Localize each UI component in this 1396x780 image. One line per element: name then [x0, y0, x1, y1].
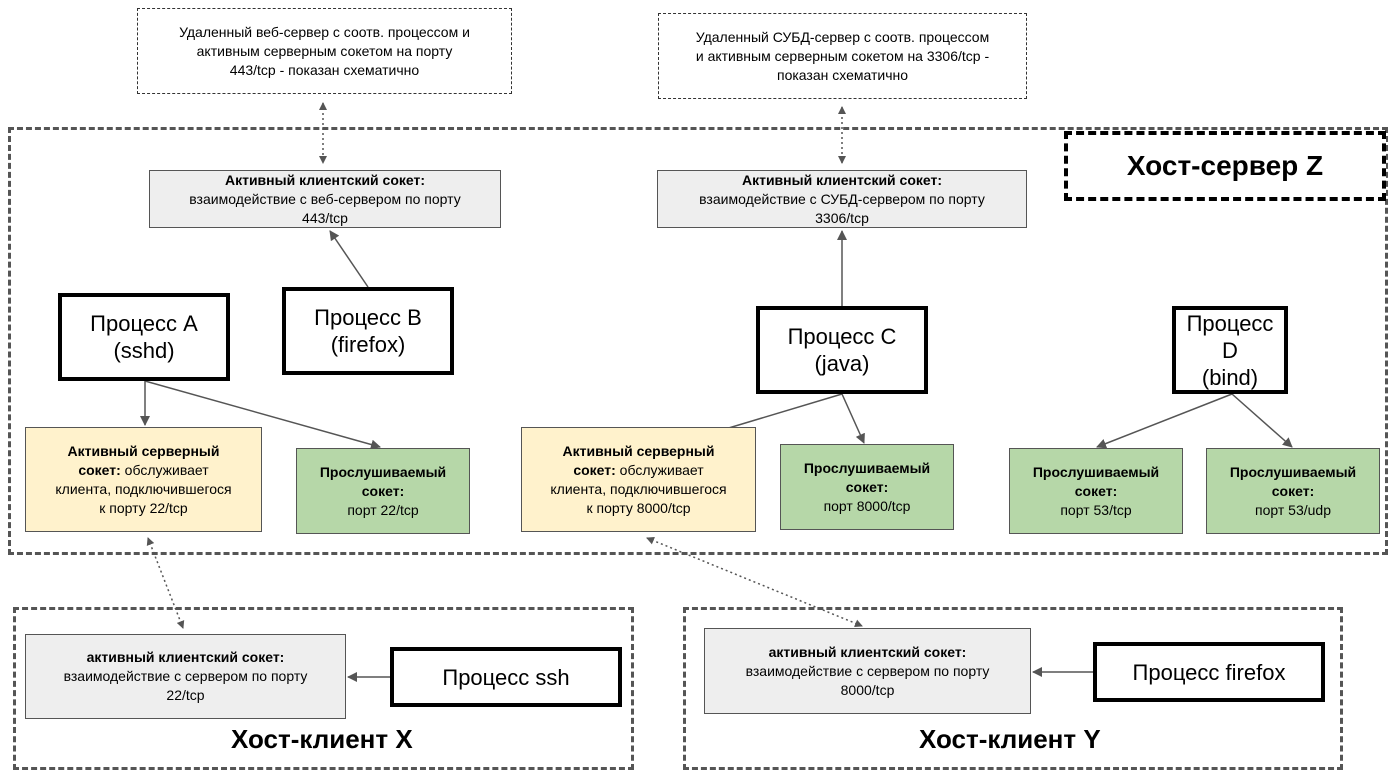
host-client-x-title: Хост-клиент X: [231, 724, 413, 754]
process-firefox: Процесс firefox: [1093, 642, 1325, 702]
process-b: Процесс B (firefox): [282, 287, 454, 375]
client-y-socket: активный клиентский сокет: взаимодействи…: [704, 628, 1031, 714]
process-a: Процесс A (sshd): [58, 293, 230, 381]
process-d: Процесс D (bind): [1172, 306, 1288, 394]
host-server-z-title: Хост-сервер Z: [1064, 131, 1386, 201]
link-ssh-session: [146, 537, 185, 629]
client-x-socket: активный клиентский сокет: взаимодействи…: [25, 634, 346, 719]
server-socket-a: Активный серверный сокет: обслуживает кл…: [25, 427, 262, 532]
listening-socket-53-udp: Прослушиваемый сокет: порт 53/udp: [1206, 448, 1380, 534]
remote-web-server: Удаленный веб-сервер с соотв. процессом …: [137, 8, 512, 94]
host-client-x-frame: [13, 607, 634, 770]
remote-db-server: Удаленный СУБД-сервер с соотв. процессом…: [658, 13, 1027, 99]
listening-socket-22: Прослушиваемый сокет: порт 22/tcp: [296, 448, 470, 534]
process-ssh: Процесс ssh: [390, 647, 622, 707]
listening-socket-8000: Прослушиваемый сокет: порт 8000/tcp: [780, 444, 954, 530]
arrow-c-to-listen: [841, 393, 865, 444]
process-c: Процесс C (java): [756, 306, 928, 394]
host-client-y-frame: [683, 607, 1343, 770]
client-socket-web: Активный клиентский сокет: взаимодействи…: [149, 170, 501, 228]
arrow-d-to-listen-tcp: [1096, 393, 1233, 449]
server-socket-c: Активный серверный сокет: обслуживает кл…: [521, 427, 756, 532]
client-socket-db: Активный клиентский сокет: взаимодействи…: [657, 170, 1027, 228]
listening-socket-53-tcp: Прослушиваемый сокет: порт 53/tcp: [1009, 448, 1183, 534]
arrow-d-to-listen-udp: [1231, 393, 1293, 448]
arrow-b-to-web-socket: [329, 230, 369, 288]
host-client-y-title: Хост-клиент Y: [919, 724, 1101, 754]
link-firefox-session: [646, 536, 863, 628]
arrow-a-to-listen: [144, 380, 381, 450]
